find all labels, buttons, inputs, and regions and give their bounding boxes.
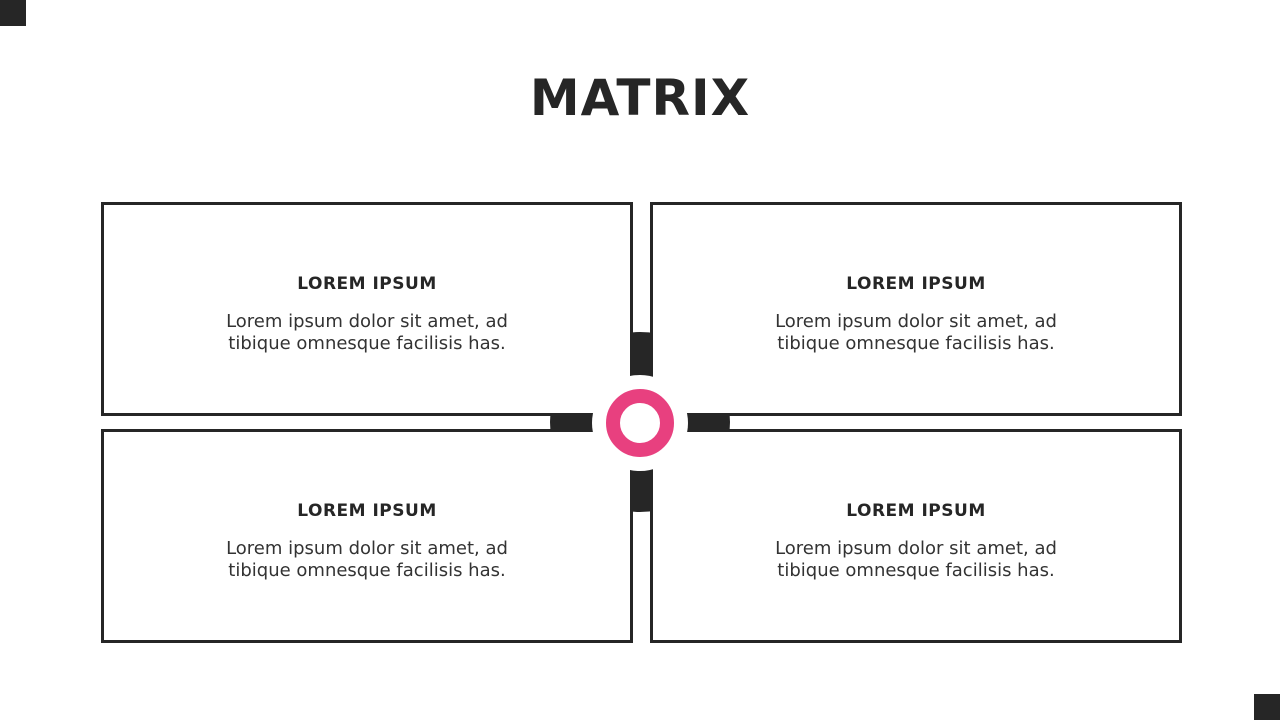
page-title: MATRIX <box>529 69 751 127</box>
quadrant-top-right: LOREM IPSUM Lorem ipsum dolor sit amet, … <box>650 202 1182 416</box>
quadrant-bottom-left: LOREM IPSUM Lorem ipsum dolor sit amet, … <box>101 429 633 643</box>
quadrant-heading: LOREM IPSUM <box>297 501 437 521</box>
quadrant-top-left: LOREM IPSUM Lorem ipsum dolor sit amet, … <box>101 202 633 416</box>
quadrant-heading: LOREM IPSUM <box>846 274 986 294</box>
corner-square-bottom-right <box>1254 694 1280 720</box>
quadrant-text: Lorem ipsum dolor sit amet, ad tibique o… <box>226 538 508 581</box>
quadrant-heading: LOREM IPSUM <box>297 274 437 294</box>
quadrant-bottom-right: LOREM IPSUM Lorem ipsum dolor sit amet, … <box>650 429 1182 643</box>
quadrant-text: Lorem ipsum dolor sit amet, ad tibique o… <box>775 538 1057 581</box>
target-ring-icon <box>606 389 674 457</box>
corner-square-top-left <box>0 0 26 26</box>
quadrant-heading: LOREM IPSUM <box>846 501 986 521</box>
quadrant-text: Lorem ipsum dolor sit amet, ad tibique o… <box>775 311 1057 354</box>
quadrant-text: Lorem ipsum dolor sit amet, ad tibique o… <box>226 311 508 354</box>
